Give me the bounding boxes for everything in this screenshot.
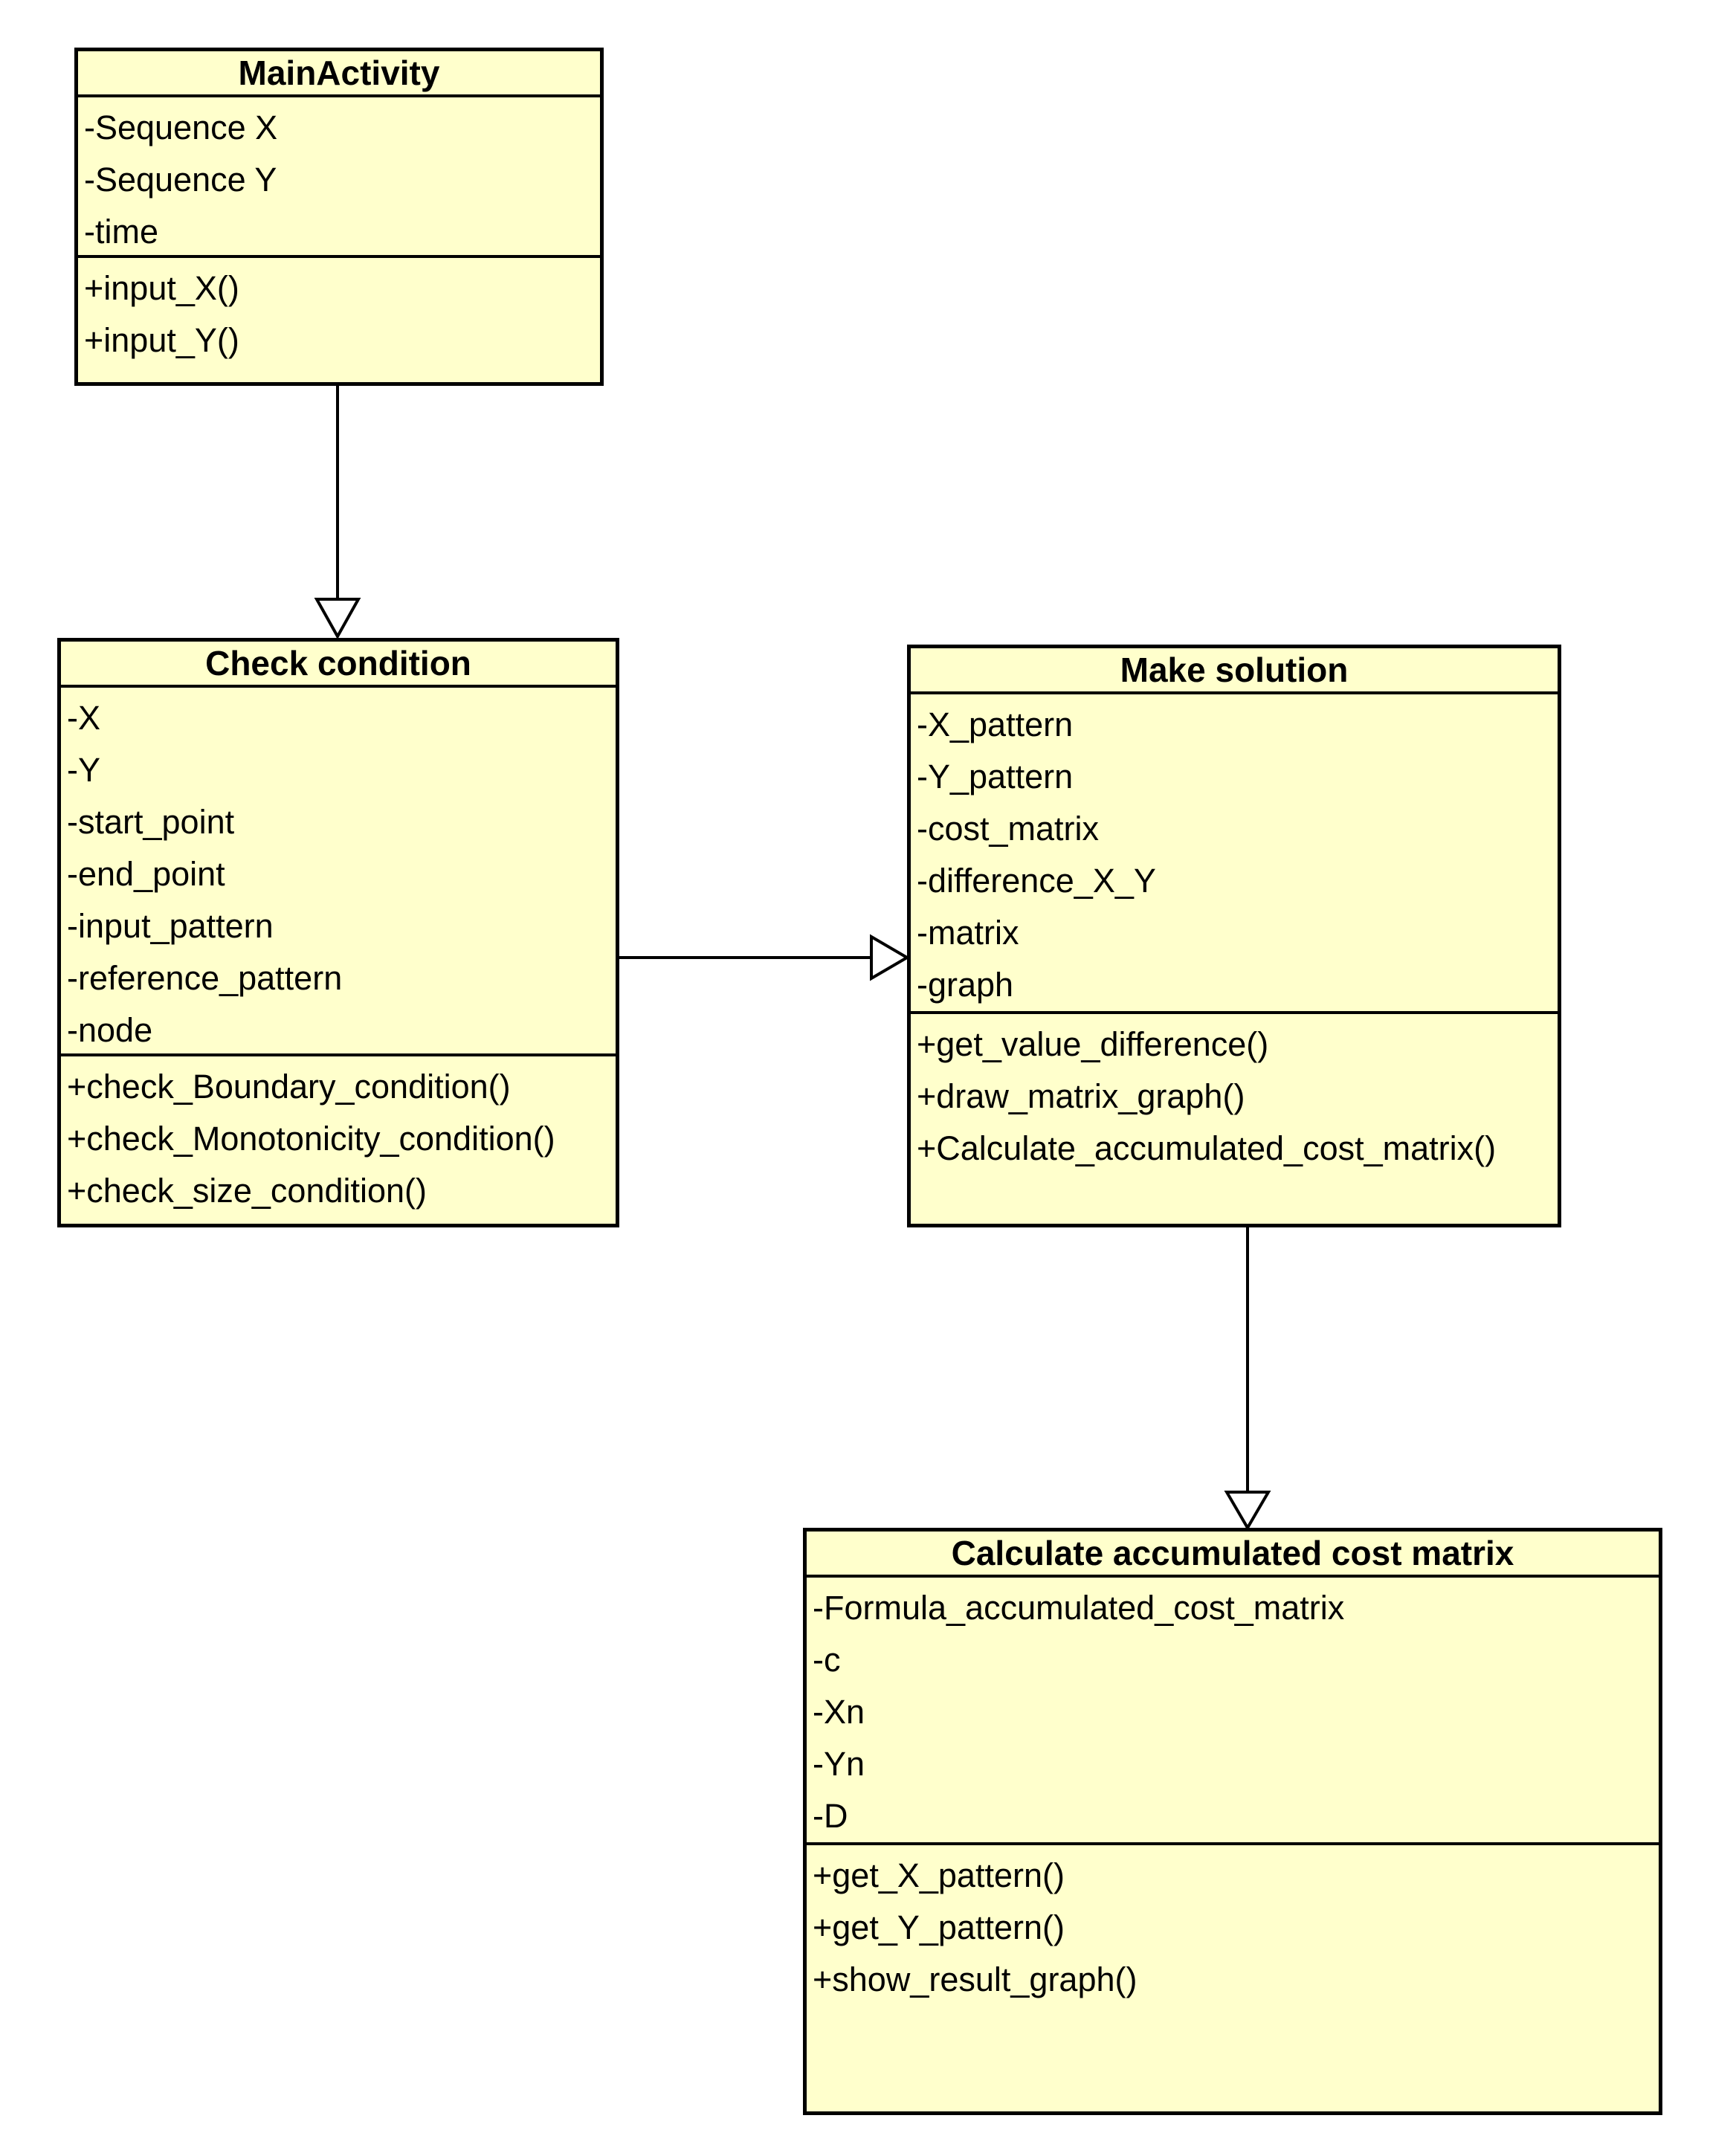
attribute: -c <box>813 1641 841 1679</box>
class-title: Check condition <box>61 642 616 688</box>
attribute: -end_point <box>67 855 225 893</box>
class-calculate-accumulated-cost-matrix: Calculate accumulated cost matrix -Formu… <box>803 1528 1662 2115</box>
methods-section: +check_Boundary_condition() +check_Monot… <box>61 1056 616 1224</box>
method: +check_size_condition() <box>67 1172 427 1210</box>
method: +check_Boundary_condition() <box>67 1068 511 1106</box>
attribute: -difference_X_Y <box>917 862 1156 900</box>
methods-section: +get_value_difference() +draw_matrix_gra… <box>911 1014 1558 1224</box>
attribute: -Y <box>67 751 100 789</box>
methods-section: +get_X_pattern() +get_Y_pattern() +show_… <box>807 1845 1659 2111</box>
method: +input_X() <box>84 269 239 307</box>
method: +show_result_graph() <box>813 1960 1138 1998</box>
generalization-arrow-mainactivity-to-checkcondition <box>314 386 361 640</box>
attribute: -X <box>67 699 100 737</box>
hollow-triangle-arrowhead-icon <box>1224 1491 1271 1531</box>
class-main-activity: MainActivity -Sequence X -Sequence Y -ti… <box>74 48 604 386</box>
generalization-arrow-makesolution-to-calcmatrix <box>1224 1227 1271 1531</box>
attribute: -graph <box>917 966 1014 1004</box>
attribute: -node <box>67 1011 153 1049</box>
attributes-section: -Formula_accumulated_cost_matrix -c -Xn … <box>807 1578 1659 1845</box>
method: +check_Monotonicity_condition() <box>67 1120 555 1158</box>
attribute: -Yn <box>813 1745 865 1783</box>
attribute: -start_point <box>67 803 235 841</box>
attribute: -D <box>813 1797 848 1835</box>
hollow-triangle-arrowhead-icon <box>870 934 910 981</box>
attribute: -time <box>84 213 158 251</box>
attributes-section: -X -Y -start_point -end_point -input_pat… <box>61 688 616 1056</box>
attribute: -Y_pattern <box>917 758 1074 795</box>
attribute: -input_pattern <box>67 907 274 945</box>
method: +Calculate_accumulated_cost_matrix() <box>917 1129 1497 1167</box>
method: +get_Y_pattern() <box>813 1908 1065 1946</box>
attribute: -Sequence X <box>84 109 278 146</box>
method: +get_X_pattern() <box>813 1856 1065 1894</box>
class-make-solution: Make solution -X_pattern -Y_pattern -cos… <box>907 645 1561 1227</box>
method: +draw_matrix_graph() <box>917 1077 1245 1115</box>
class-title: Make solution <box>911 648 1558 694</box>
method: +get_value_difference() <box>917 1025 1269 1063</box>
generalization-arrow-checkcondition-to-makesolution <box>619 934 910 981</box>
attributes-section: -Sequence X -Sequence Y -time <box>78 97 600 258</box>
class-title: MainActivity <box>78 51 600 97</box>
class-check-condition: Check condition -X -Y -start_point -end_… <box>57 638 619 1227</box>
attribute: -Xn <box>813 1693 865 1731</box>
attribute: -reference_pattern <box>67 959 343 997</box>
class-title: Calculate accumulated cost matrix <box>807 1532 1659 1578</box>
hollow-triangle-arrowhead-icon <box>314 598 361 640</box>
attribute: -matrix <box>917 914 1019 952</box>
method: +input_Y() <box>84 321 239 359</box>
attribute: -cost_matrix <box>917 810 1100 848</box>
attribute: -Sequence Y <box>84 161 277 199</box>
attribute: -Formula_accumulated_cost_matrix <box>813 1589 1345 1627</box>
attribute: -X_pattern <box>917 706 1074 743</box>
methods-section: +input_X() +input_Y() <box>78 258 600 382</box>
attributes-section: -X_pattern -Y_pattern -cost_matrix -diff… <box>911 694 1558 1014</box>
